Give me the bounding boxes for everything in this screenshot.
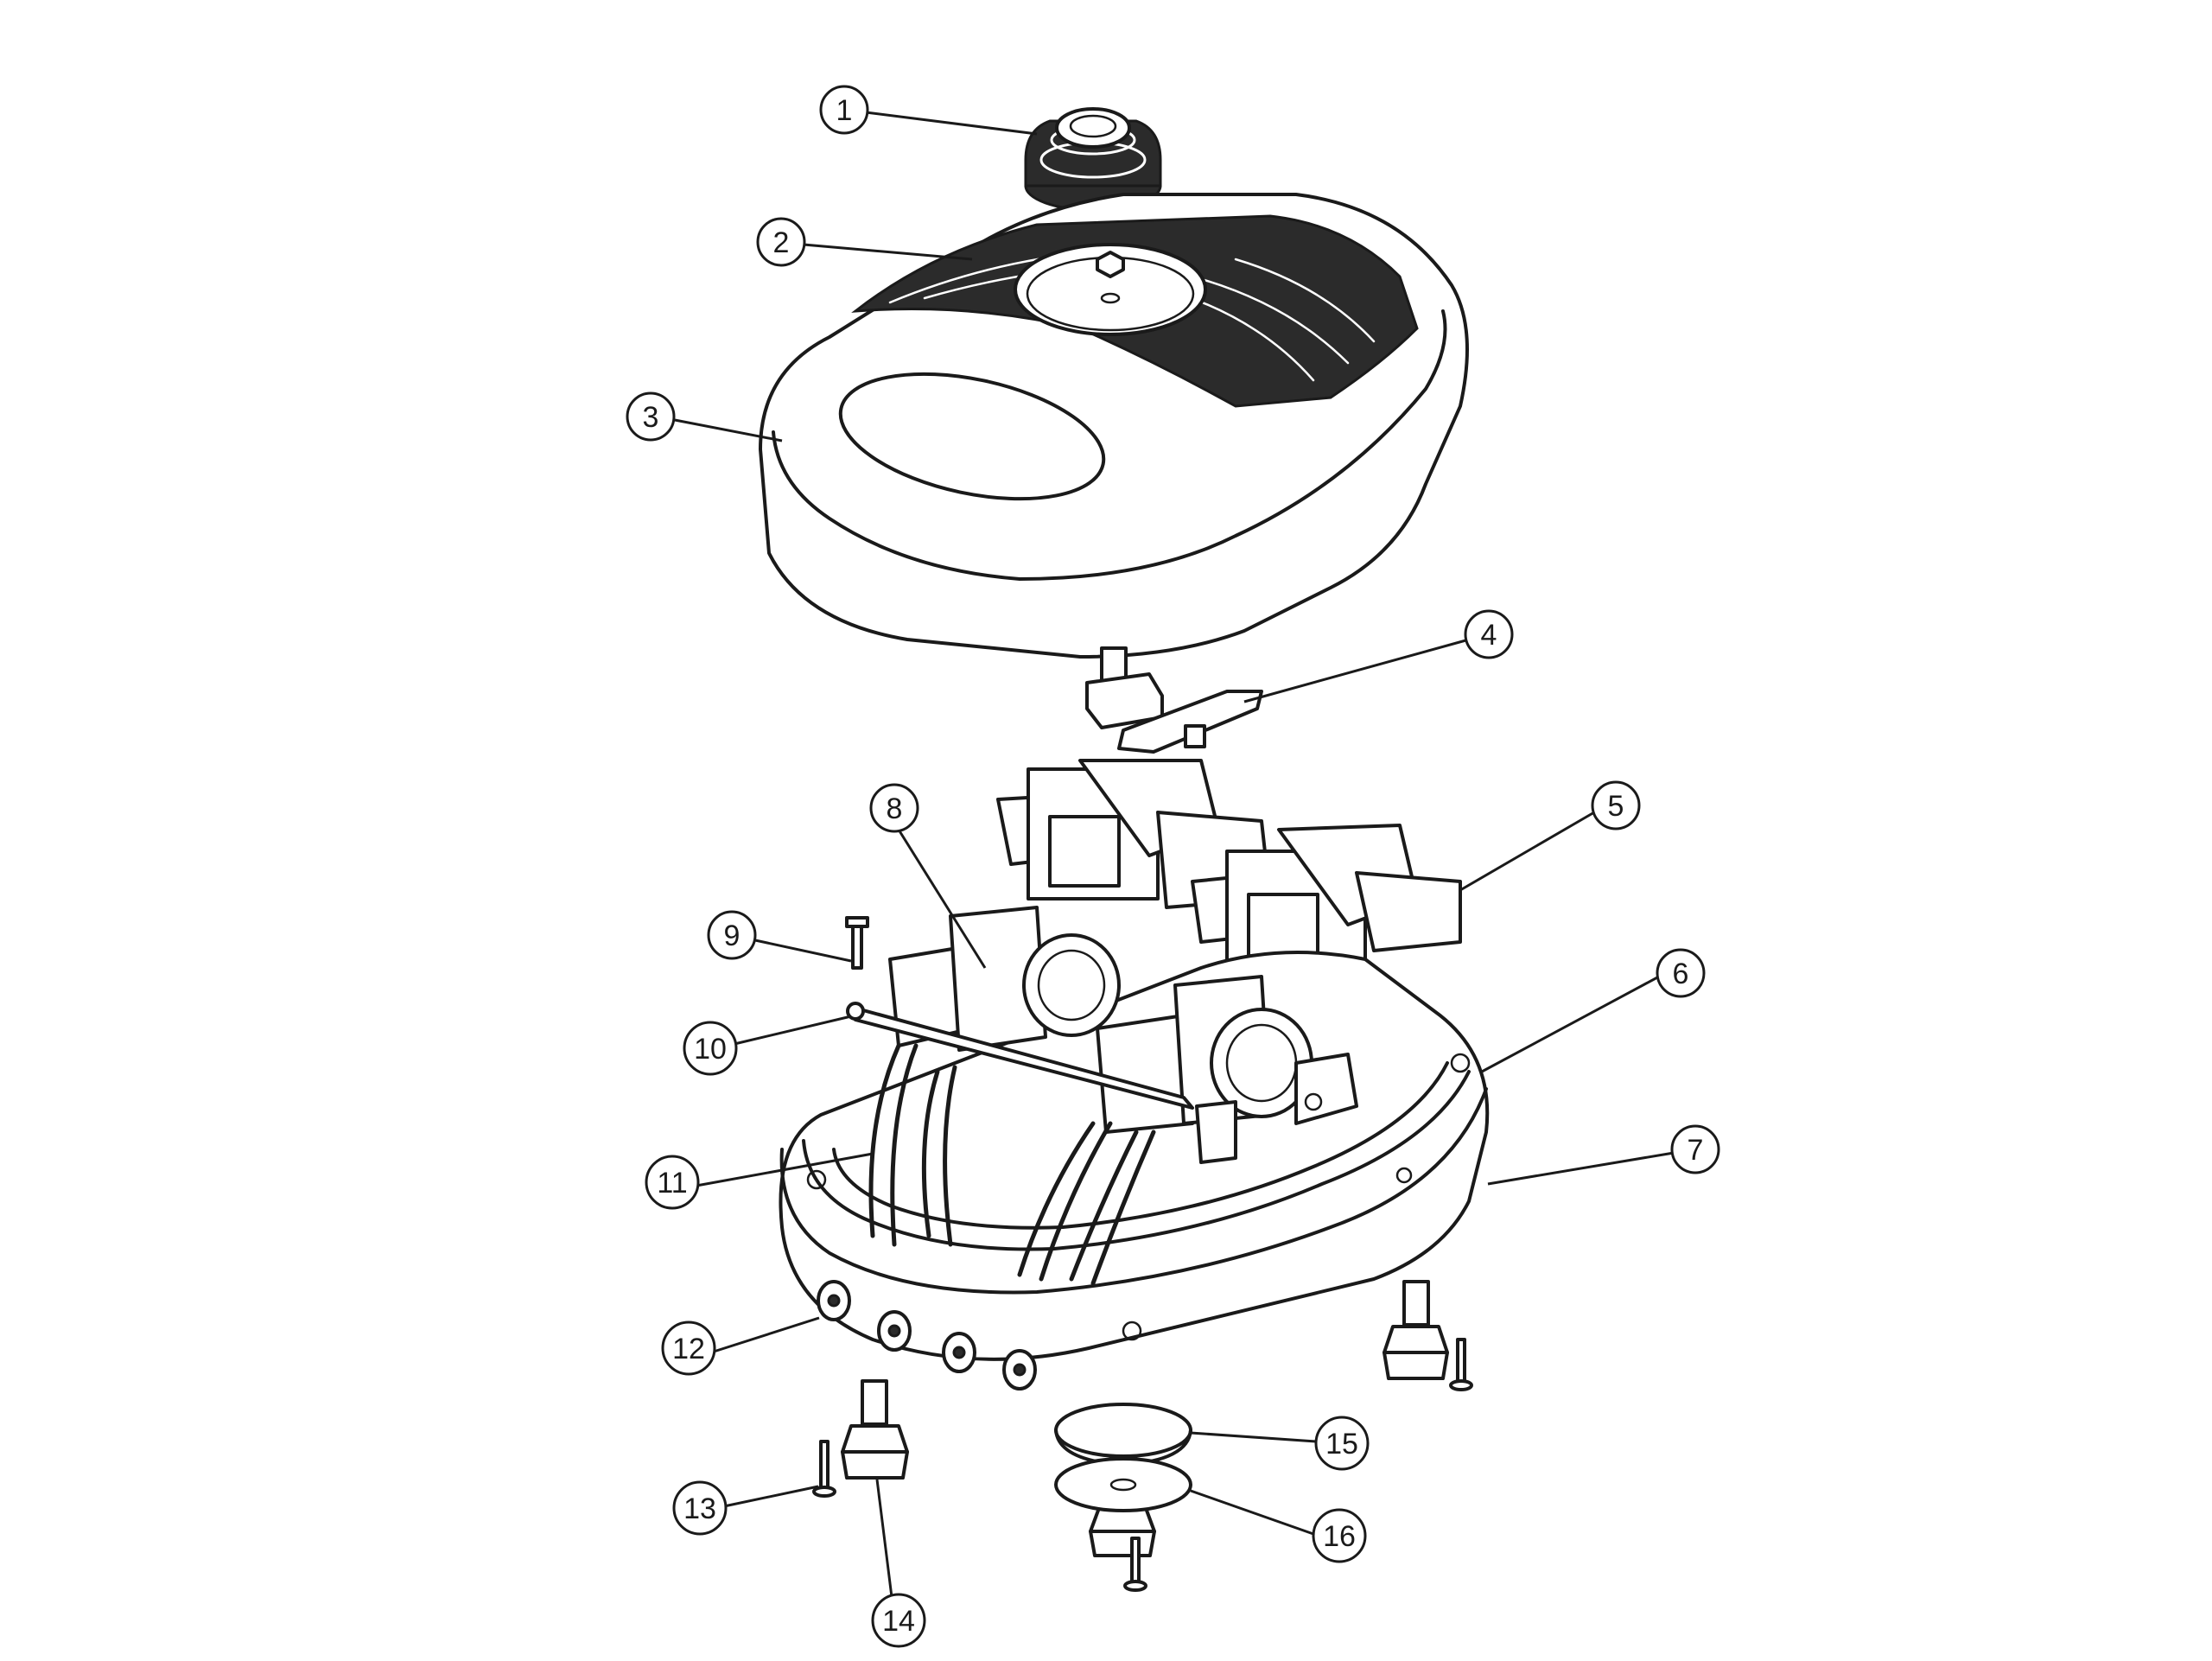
leader-15 xyxy=(1190,1431,1317,1443)
callout-9: 9 xyxy=(707,910,757,960)
callout-3: 3 xyxy=(626,391,676,442)
outlet-nozzles-part xyxy=(817,1280,1037,1391)
leader-9 xyxy=(754,939,852,963)
callout-7: 7 xyxy=(1670,1124,1720,1174)
callout-1-label: 1 xyxy=(836,94,853,127)
callout-4-label: 4 xyxy=(1481,619,1497,652)
switch-part xyxy=(1085,646,1263,754)
callout-5: 5 xyxy=(1591,780,1641,830)
leader-7 xyxy=(1487,1151,1675,1186)
pump-assembly-part xyxy=(845,906,1358,1286)
callout-3-label: 3 xyxy=(643,401,659,434)
callout-13: 13 xyxy=(672,1480,728,1536)
callout-11: 11 xyxy=(645,1155,700,1210)
callout-8-label: 8 xyxy=(887,792,903,825)
callout-6: 6 xyxy=(1656,948,1706,998)
callout-6-label: 6 xyxy=(1673,958,1689,990)
callout-7-label: 7 xyxy=(1688,1134,1704,1167)
callout-12: 12 xyxy=(661,1321,716,1376)
leader-10 xyxy=(734,1015,852,1046)
callout-5-label: 5 xyxy=(1608,790,1624,823)
callout-14-label: 14 xyxy=(882,1605,915,1638)
callout-9-label: 9 xyxy=(724,920,741,952)
callout-1: 1 xyxy=(819,85,869,135)
base-pads-part xyxy=(1054,1403,1192,1512)
callout-15-label: 15 xyxy=(1325,1428,1358,1461)
leader-1 xyxy=(865,111,1038,136)
leader-6 xyxy=(1481,975,1660,1073)
leader-lines xyxy=(674,111,1675,1598)
callout-10: 10 xyxy=(683,1021,738,1076)
leader-8 xyxy=(897,829,987,969)
leader-14 xyxy=(875,1479,893,1598)
leader-11 xyxy=(696,1152,874,1187)
leader-4 xyxy=(1243,638,1470,703)
callout-8: 8 xyxy=(869,783,919,833)
leader-12 xyxy=(713,1316,820,1353)
callout-16-label: 16 xyxy=(1323,1520,1356,1553)
leader-16 xyxy=(1190,1489,1314,1536)
leader-3 xyxy=(674,418,783,442)
rubber-feet-part xyxy=(812,1280,1473,1592)
callout-2: 2 xyxy=(756,217,806,267)
leader-2 xyxy=(803,243,973,261)
leader-13 xyxy=(723,1485,819,1508)
callout-14: 14 xyxy=(871,1593,926,1648)
callout-4: 4 xyxy=(1464,609,1514,659)
callout-13-label: 13 xyxy=(683,1492,716,1525)
electromagnet-part xyxy=(996,759,1462,983)
leader-5 xyxy=(1459,811,1595,892)
callout-10-label: 10 xyxy=(694,1033,727,1066)
top-cover-part xyxy=(759,193,1469,659)
callout-16: 16 xyxy=(1312,1508,1367,1563)
callout-2-label: 2 xyxy=(773,226,790,259)
base-tray-part xyxy=(779,951,1490,1361)
knob-part xyxy=(1024,107,1162,212)
callout-12-label: 12 xyxy=(672,1333,705,1365)
callout-11-label: 11 xyxy=(657,1167,687,1200)
callout-15: 15 xyxy=(1314,1416,1370,1471)
